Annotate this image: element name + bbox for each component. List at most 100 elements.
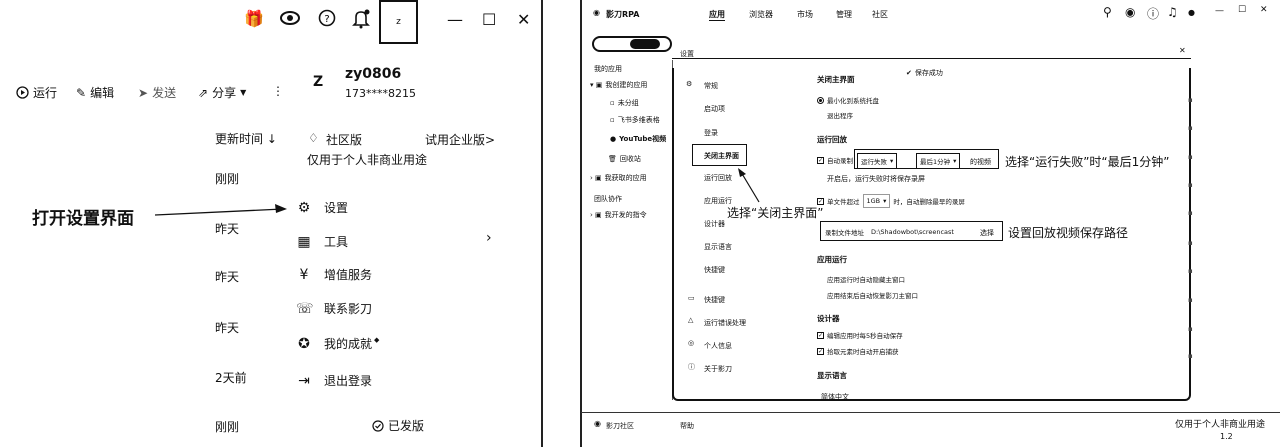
checkbox-capture[interactable]: ✓ xyxy=(817,347,824,355)
menu-item-logout[interactable]: ⇥ 退出登录 xyxy=(296,372,372,389)
pencil-icon: ✎ xyxy=(76,85,87,100)
tree-node-dev-cmds[interactable]: › ▣我开发的指令 xyxy=(590,211,647,219)
keyboard-icon: ▭ xyxy=(688,294,695,302)
maximize-button[interactable]: ☐ xyxy=(1238,5,1247,15)
designer-autosave[interactable]: ✓编辑应用时每5秒自动保存 xyxy=(817,331,903,340)
gift-icon[interactable]: 🎁 xyxy=(244,9,264,28)
list-item-marker: ▪ xyxy=(1188,96,1193,104)
settings-nav-startup[interactable]: 启动项 xyxy=(704,105,725,113)
radio-exit-program[interactable]: 退出程序 xyxy=(827,112,853,120)
gear-icon: ⚙ xyxy=(297,199,311,216)
menu-label: 增值服务 xyxy=(324,268,373,282)
list-item-marker: ▪ xyxy=(1188,153,1193,161)
menu-label: 联系影刀 xyxy=(324,302,373,316)
dialog-close-icon[interactable]: ✕ xyxy=(1179,46,1186,55)
select-playback-mode[interactable]: 运行失败▾ xyxy=(857,153,898,169)
tree-node-ungrouped[interactable]: ▫未分组 xyxy=(610,99,639,107)
eye-icon[interactable]: ◉ xyxy=(1125,5,1136,19)
help-icon[interactable]: ? xyxy=(318,9,336,27)
menu-item-settings[interactable]: ⚙ 设置 xyxy=(296,199,348,216)
app-name: 影刀RPA xyxy=(606,10,640,19)
publish-button[interactable]: ➤ 发送 xyxy=(138,84,176,101)
sort-by-updated[interactable]: 更新时间 ↓ xyxy=(215,132,277,146)
settings-nav-hotkeys[interactable]: 快捷键 xyxy=(704,296,725,304)
close-button[interactable]: ✕ xyxy=(517,10,531,29)
select-file-limit[interactable]: 1GB ▾ xyxy=(862,194,891,208)
settings-nav-close-main[interactable]: 关闭主界面 xyxy=(704,152,739,160)
settings-nav-app-run[interactable]: 应用运行 xyxy=(704,197,732,205)
settings-nav-shortcut[interactable]: 快捷键 xyxy=(704,266,725,274)
share-icon: ⇗ xyxy=(198,85,209,100)
app-run-hide-main[interactable]: 应用运行时自动隐藏主窗口 xyxy=(827,276,905,284)
chevron-down-icon: ▾ xyxy=(890,157,894,165)
tab-market[interactable]: 市场 xyxy=(797,10,813,19)
app-run-restore-main[interactable]: 应用结束后自动恢复影刀主窗口 xyxy=(827,292,918,300)
settings-nav-profile[interactable]: 个人信息 xyxy=(704,342,732,350)
run-label: 运行 xyxy=(33,86,58,100)
settings-nav-language[interactable]: 显示语言 xyxy=(704,243,732,251)
settings-nav-about[interactable]: 关于影刀 xyxy=(704,365,732,373)
check-circle-icon xyxy=(372,419,384,432)
select-playback-time[interactable]: 最后1分钟▾ xyxy=(916,153,961,169)
settings-nav-designer[interactable]: 设计器 xyxy=(704,220,725,228)
tree-node-youtube[interactable]: ●YouTube视频 xyxy=(610,135,667,143)
new-app-button[interactable] xyxy=(592,36,672,52)
tab-browser[interactable]: 浏览器 xyxy=(749,10,773,19)
settings-nav-general[interactable]: 常规 xyxy=(704,82,718,90)
bell-icon[interactable] xyxy=(352,9,370,29)
radio-minimize-tray[interactable]: 最小化到系统托盘 xyxy=(817,95,879,105)
close-button[interactable]: ✕ xyxy=(1260,5,1268,15)
menu-label: 退出登录 xyxy=(324,374,373,388)
settings-nav-playback[interactable]: 运行回放 xyxy=(704,174,732,182)
checkbox-autosave[interactable]: ✓ xyxy=(817,331,824,339)
footer-community-link[interactable]: 影刀社区 xyxy=(606,422,634,430)
menu-item-contact[interactable]: ☏ 联系影刀 xyxy=(296,300,372,317)
annotation-arrow xyxy=(738,168,760,203)
minimize-button[interactable]: — xyxy=(447,10,463,29)
new-dot-icon: ◆ xyxy=(374,335,380,344)
username: zy0806 xyxy=(345,66,402,82)
trial-enterprise-link[interactable]: 试用企业版> xyxy=(425,133,496,147)
settings-dialog xyxy=(672,68,1191,401)
eye-icon[interactable] xyxy=(279,9,301,27)
tree-node-obtained[interactable]: › ▣我获取的应用 xyxy=(590,174,647,182)
edit-button[interactable]: ✎ 编辑 xyxy=(76,84,114,101)
bell-icon[interactable]: ♫ xyxy=(1167,5,1178,19)
bulb-icon[interactable]: ⚲ xyxy=(1103,5,1112,19)
choose-path-button[interactable]: 选择 xyxy=(980,229,994,237)
section-app-run-title: 应用运行 xyxy=(817,255,847,264)
path-highlight-box xyxy=(820,221,1003,241)
settings-nav-login[interactable]: 登录 xyxy=(704,129,718,137)
language-select[interactable]: 简体中文 xyxy=(821,393,849,401)
send-icon: ➤ xyxy=(138,85,149,100)
avatar-icon[interactable]: ● xyxy=(1188,8,1195,17)
list-item-marker: ▪ xyxy=(1188,325,1193,333)
menu-item-tools[interactable]: ▦ 工具 xyxy=(296,233,348,250)
help-icon[interactable]: ⓘ xyxy=(1147,7,1160,21)
checkbox-file-limit[interactable]: ✓ xyxy=(817,197,824,205)
tree-node-my-created[interactable]: ▾ ▣我创建的应用 xyxy=(590,81,648,89)
maximize-button[interactable]: ☐ xyxy=(482,10,497,29)
menu-item-value-added[interactable]: ¥ 增值服务 xyxy=(296,266,372,283)
tab-community[interactable]: 社区 xyxy=(872,10,888,19)
share-button[interactable]: ⇗ 分享 ▼ xyxy=(198,84,246,101)
footer-license-note: 仅用于个人非商业用途 xyxy=(1175,420,1266,430)
avatar-button[interactable]: z xyxy=(379,0,418,44)
minimize-button[interactable]: — xyxy=(1215,6,1224,16)
footer-help-link[interactable]: 帮助 xyxy=(680,422,694,430)
designer-capture[interactable]: ✓拾取元素时自动开启捕获 xyxy=(817,347,899,356)
tab-apps[interactable]: 应用 xyxy=(709,10,725,21)
annotation-select-close-main: 选择“关闭主界面” xyxy=(727,206,824,220)
tab-manage[interactable]: 管理 xyxy=(836,10,852,19)
tree-node-recycle[interactable]: 🗑回收站 xyxy=(608,155,641,163)
more-button[interactable]: ⋮ xyxy=(272,84,284,98)
date-cell: 刚刚 xyxy=(215,172,240,186)
settings-nav-error[interactable]: 运行错误处理 xyxy=(704,319,746,327)
checkbox-auto-record[interactable]: ✓ xyxy=(817,156,824,164)
footer-divider xyxy=(581,412,1280,413)
record-path-input[interactable]: D:\Shadowbot\screencast xyxy=(871,228,954,236)
tree-node-feishu[interactable]: ▫飞书多维表格 xyxy=(610,116,660,124)
run-button[interactable]: 运行 xyxy=(16,84,57,101)
user-icon: ◎ xyxy=(688,339,695,347)
menu-item-achievements[interactable]: ✪ 我的成就 ◆ xyxy=(296,335,379,352)
